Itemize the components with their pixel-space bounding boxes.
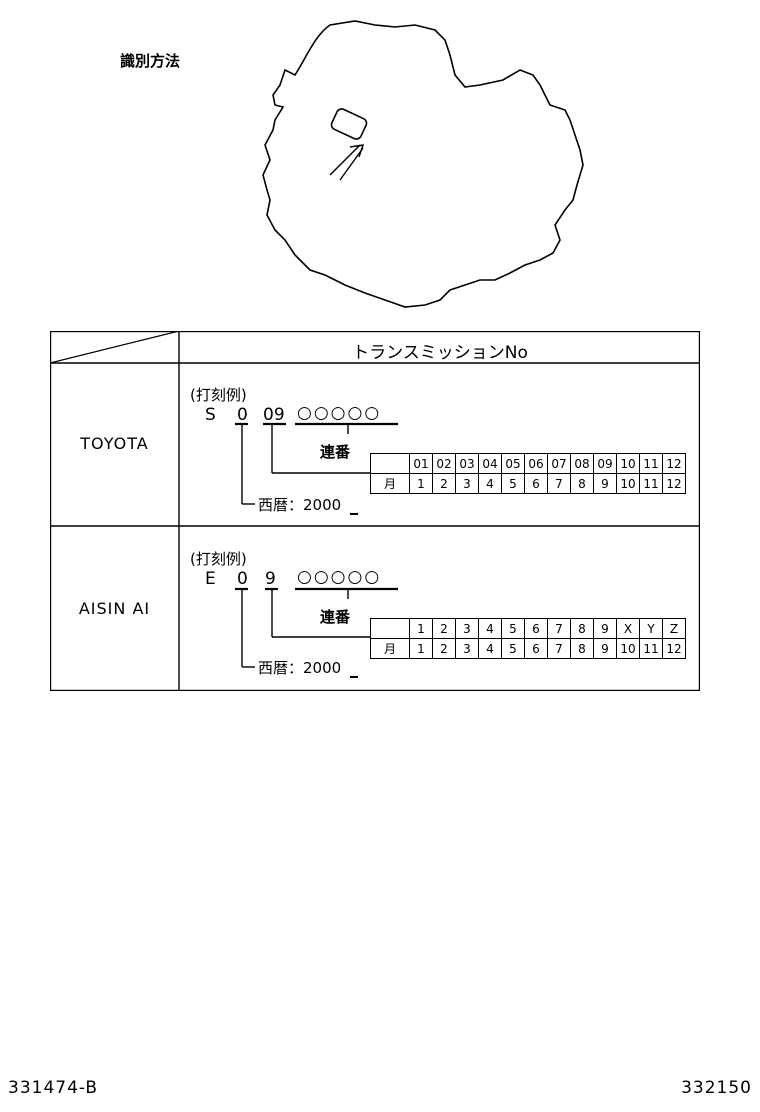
month-cell: 12 <box>662 638 686 659</box>
code-cell: 05 <box>501 453 525 474</box>
month-cell: 1 <box>409 638 433 659</box>
code-cell: 11 <box>639 453 663 474</box>
code-cell: 1 <box>409 618 433 639</box>
month-cell: 9 <box>593 473 617 494</box>
code-cell: 09 <box>593 453 617 474</box>
month-cell: 8 <box>570 638 594 659</box>
code-prefix: E <box>205 569 216 589</box>
month-cell: 2 <box>432 638 456 659</box>
code-cell: 3 <box>455 618 479 639</box>
month-cell: 9 <box>593 638 617 659</box>
code-month: 9 <box>265 569 276 589</box>
month-cell: 10 <box>616 473 640 494</box>
corner-cell <box>370 453 410 474</box>
code-cell: 9 <box>593 618 617 639</box>
code-cell: 07 <box>547 453 571 474</box>
transmission-illustration <box>262 20 584 308</box>
month-cell: 1 <box>409 473 433 494</box>
month-cell: 3 <box>455 638 479 659</box>
month-cell: 4 <box>478 638 502 659</box>
month-label: 月 <box>370 473 410 494</box>
code-cell: 2 <box>432 618 456 639</box>
serial-label: 連番 <box>320 608 351 626</box>
code-cell: 10 <box>616 453 640 474</box>
month-cell: 5 <box>501 638 525 659</box>
code-cell: 12 <box>662 453 686 474</box>
code-cell: 8 <box>570 618 594 639</box>
code-cell: 7 <box>547 618 571 639</box>
code-cell: Y <box>639 618 663 639</box>
month-cell: 11 <box>639 638 663 659</box>
code-serial: ○○○○○ <box>297 567 382 587</box>
month-cell: 11 <box>639 473 663 494</box>
month-cell: 3 <box>455 473 479 494</box>
month-cell: 6 <box>524 473 548 494</box>
month-cell: 4 <box>478 473 502 494</box>
code-cell: X <box>616 618 640 639</box>
illustration-code-right: 332150 <box>681 1078 752 1098</box>
page-title: 識別方法 <box>120 52 181 70</box>
code-month: 09 <box>263 405 285 425</box>
code-cell: 6 <box>524 618 548 639</box>
month-cell: 7 <box>547 638 571 659</box>
code-cell: 01 <box>409 453 433 474</box>
month-cell: 7 <box>547 473 571 494</box>
month-cell: 10 <box>616 638 640 659</box>
month-cell: 8 <box>570 473 594 494</box>
code-cell: 03 <box>455 453 479 474</box>
month-cell: 2 <box>432 473 456 494</box>
example-label: (打刻例) <box>190 550 247 568</box>
month-cell: 12 <box>662 473 686 494</box>
code-year: 0 <box>237 569 248 589</box>
code-callout-lines <box>235 422 398 515</box>
code-prefix: S <box>205 405 216 425</box>
identification-table <box>50 331 700 691</box>
code-serial: ○○○○○ <box>297 403 382 423</box>
code-cell: 08 <box>570 453 594 474</box>
month-code-table: 01 02 03 04 05 06 07 08 09 10 11 12 月 1 … <box>370 453 686 494</box>
month-cell: 5 <box>501 473 525 494</box>
code-cell: 4 <box>478 618 502 639</box>
illustration-code-left: 331474-B <box>8 1078 99 1098</box>
serial-label: 連番 <box>320 443 351 461</box>
corner-cell <box>370 618 410 639</box>
code-cell: 02 <box>432 453 456 474</box>
code-callout-lines <box>235 587 398 678</box>
code-cell: 04 <box>478 453 502 474</box>
month-label: 月 <box>370 638 410 659</box>
month-cell: 6 <box>524 638 548 659</box>
code-year: 0 <box>237 405 248 425</box>
example-label: (打刻例) <box>190 386 247 404</box>
maker-aisin-ai: AISIN AI <box>78 599 151 618</box>
year-label: 西暦：2000 <box>258 496 342 514</box>
transmission-no-header: トランスミッションNo <box>352 343 528 363</box>
code-cell: Z <box>662 618 686 639</box>
month-code-table: 1 2 3 4 5 6 7 8 9 X Y Z 月 1 2 3 4 5 6 7 … <box>370 618 686 659</box>
code-cell: 5 <box>501 618 525 639</box>
code-cell: 06 <box>524 453 548 474</box>
year-label: 西暦：2000 <box>258 659 342 677</box>
maker-toyota: TOYOTA <box>80 434 149 453</box>
